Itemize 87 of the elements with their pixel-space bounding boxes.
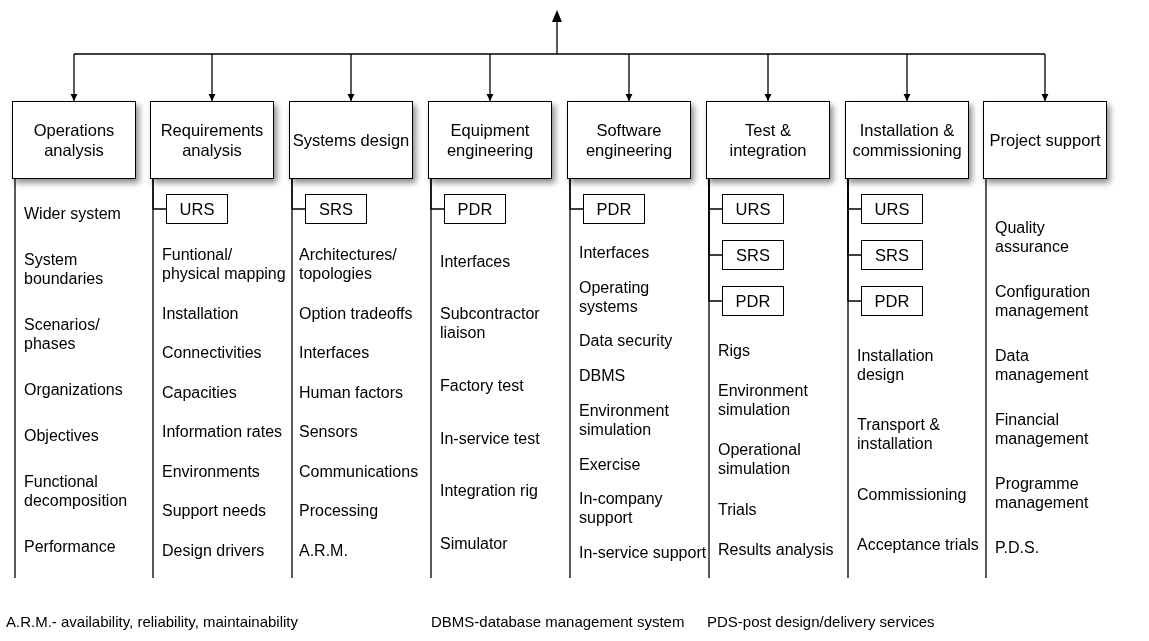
list-item: Functional decomposition xyxy=(24,472,129,511)
list-item: Option tradeoffs xyxy=(299,303,413,323)
connector-line xyxy=(847,178,862,302)
list-item: Support needs xyxy=(162,501,267,521)
list-item: Interfaces xyxy=(440,251,511,271)
list-item: Trials xyxy=(718,499,757,519)
list-item: Wider system xyxy=(24,203,121,223)
connector-line xyxy=(152,178,167,210)
list-item: DBMS xyxy=(579,366,626,386)
arrow xyxy=(1041,53,1049,102)
list-item: In-service support xyxy=(579,543,707,563)
list-item: Financial management xyxy=(995,410,1090,448)
list-item: Data management xyxy=(995,346,1090,384)
document-box: PDR xyxy=(583,194,645,224)
list-item: In-company support xyxy=(579,489,664,528)
list-item: Scenarios/ phases xyxy=(24,314,101,353)
list-item: Environments xyxy=(162,461,260,481)
connector-line xyxy=(291,178,306,210)
list-item: Architectures/ topologies xyxy=(299,245,398,284)
list-item: Organizations xyxy=(24,380,123,399)
arrow xyxy=(903,53,911,102)
footnote: A.R.M.- availability, reliability, maintainability xyxy=(6,613,299,630)
arrow xyxy=(486,53,494,102)
list-item: Programme management xyxy=(995,474,1090,512)
document-box: PDR xyxy=(444,194,506,224)
list-item: Results analysis xyxy=(718,540,834,560)
document-box: SRS xyxy=(305,194,367,224)
arrow xyxy=(208,53,216,102)
arrow xyxy=(70,53,78,102)
list-item: Installation design xyxy=(857,345,935,384)
list-item: Operational simulation xyxy=(718,440,802,479)
process-box: Requirements analysis xyxy=(150,101,274,179)
process-box: Test & integration xyxy=(706,101,830,179)
list-item: Rigs xyxy=(718,340,750,360)
list-item: A.R.M. xyxy=(299,540,348,560)
list-item: Information rates xyxy=(162,422,283,442)
process-box: Project support xyxy=(983,101,1107,179)
document-box: PDR xyxy=(722,286,784,316)
list-item: Environment simulation xyxy=(718,381,809,420)
list-item: Capacities xyxy=(162,382,237,402)
document-box: PDR xyxy=(861,286,923,316)
list-item: Design drivers xyxy=(162,540,265,560)
process-box: Software engineering xyxy=(567,101,691,179)
document-box: SRS xyxy=(861,240,923,270)
list-item: Objectives xyxy=(24,426,99,446)
list-item: Factory test xyxy=(440,376,524,396)
list-item: Acceptance trials xyxy=(857,535,979,555)
list-item: Commissioning xyxy=(857,484,967,504)
arrow xyxy=(764,53,772,102)
list-item: Operating systems xyxy=(579,277,651,316)
list-item: Interfaces xyxy=(299,343,370,363)
document-box: URS xyxy=(861,194,923,224)
connector-line xyxy=(430,178,445,210)
process-box: Installation & commissioning xyxy=(845,101,969,179)
list-item: P.D.S. xyxy=(995,538,1040,557)
document-box: URS xyxy=(722,194,784,224)
list-item: System boundaries xyxy=(24,249,105,288)
list-item: Sensors xyxy=(299,422,358,442)
process-box: Equipment engineering xyxy=(428,101,552,179)
list-item: Subcontractor liaison xyxy=(440,304,541,343)
document-box: URS xyxy=(166,194,228,224)
arrow xyxy=(625,53,633,102)
process-box: Systems design xyxy=(289,101,413,179)
list-item: Transport & installation xyxy=(857,415,941,454)
process-box: Operations analysis xyxy=(12,101,136,179)
arrow xyxy=(347,53,355,102)
list-item: Human factors xyxy=(299,382,404,402)
document-box: SRS xyxy=(722,240,784,270)
list-item: Quality assurance xyxy=(995,218,1070,256)
list-item: Exercise xyxy=(579,454,641,474)
list-item: In-service test xyxy=(440,428,540,448)
list-item: Processing xyxy=(299,501,379,521)
list-item: Data security xyxy=(579,331,673,351)
list-item: Connectivities xyxy=(162,343,262,363)
list-item: Simulator xyxy=(440,534,508,554)
list-item: Integration rig xyxy=(440,481,538,501)
connector-line xyxy=(569,178,584,210)
footnote: DBMS-database management system xyxy=(431,613,685,630)
list-item: Performance xyxy=(24,537,116,557)
connector-line xyxy=(708,178,723,302)
list-item: Environment simulation xyxy=(579,400,670,439)
footnote: PDS-post design/delivery services xyxy=(707,613,935,630)
list-item: Interfaces xyxy=(579,242,650,262)
list-item: Installation xyxy=(162,303,239,323)
list-item: Communications xyxy=(299,461,419,481)
list-item: Funtional/ physical mapping xyxy=(162,245,287,284)
list-item: Configuration management xyxy=(995,282,1092,320)
